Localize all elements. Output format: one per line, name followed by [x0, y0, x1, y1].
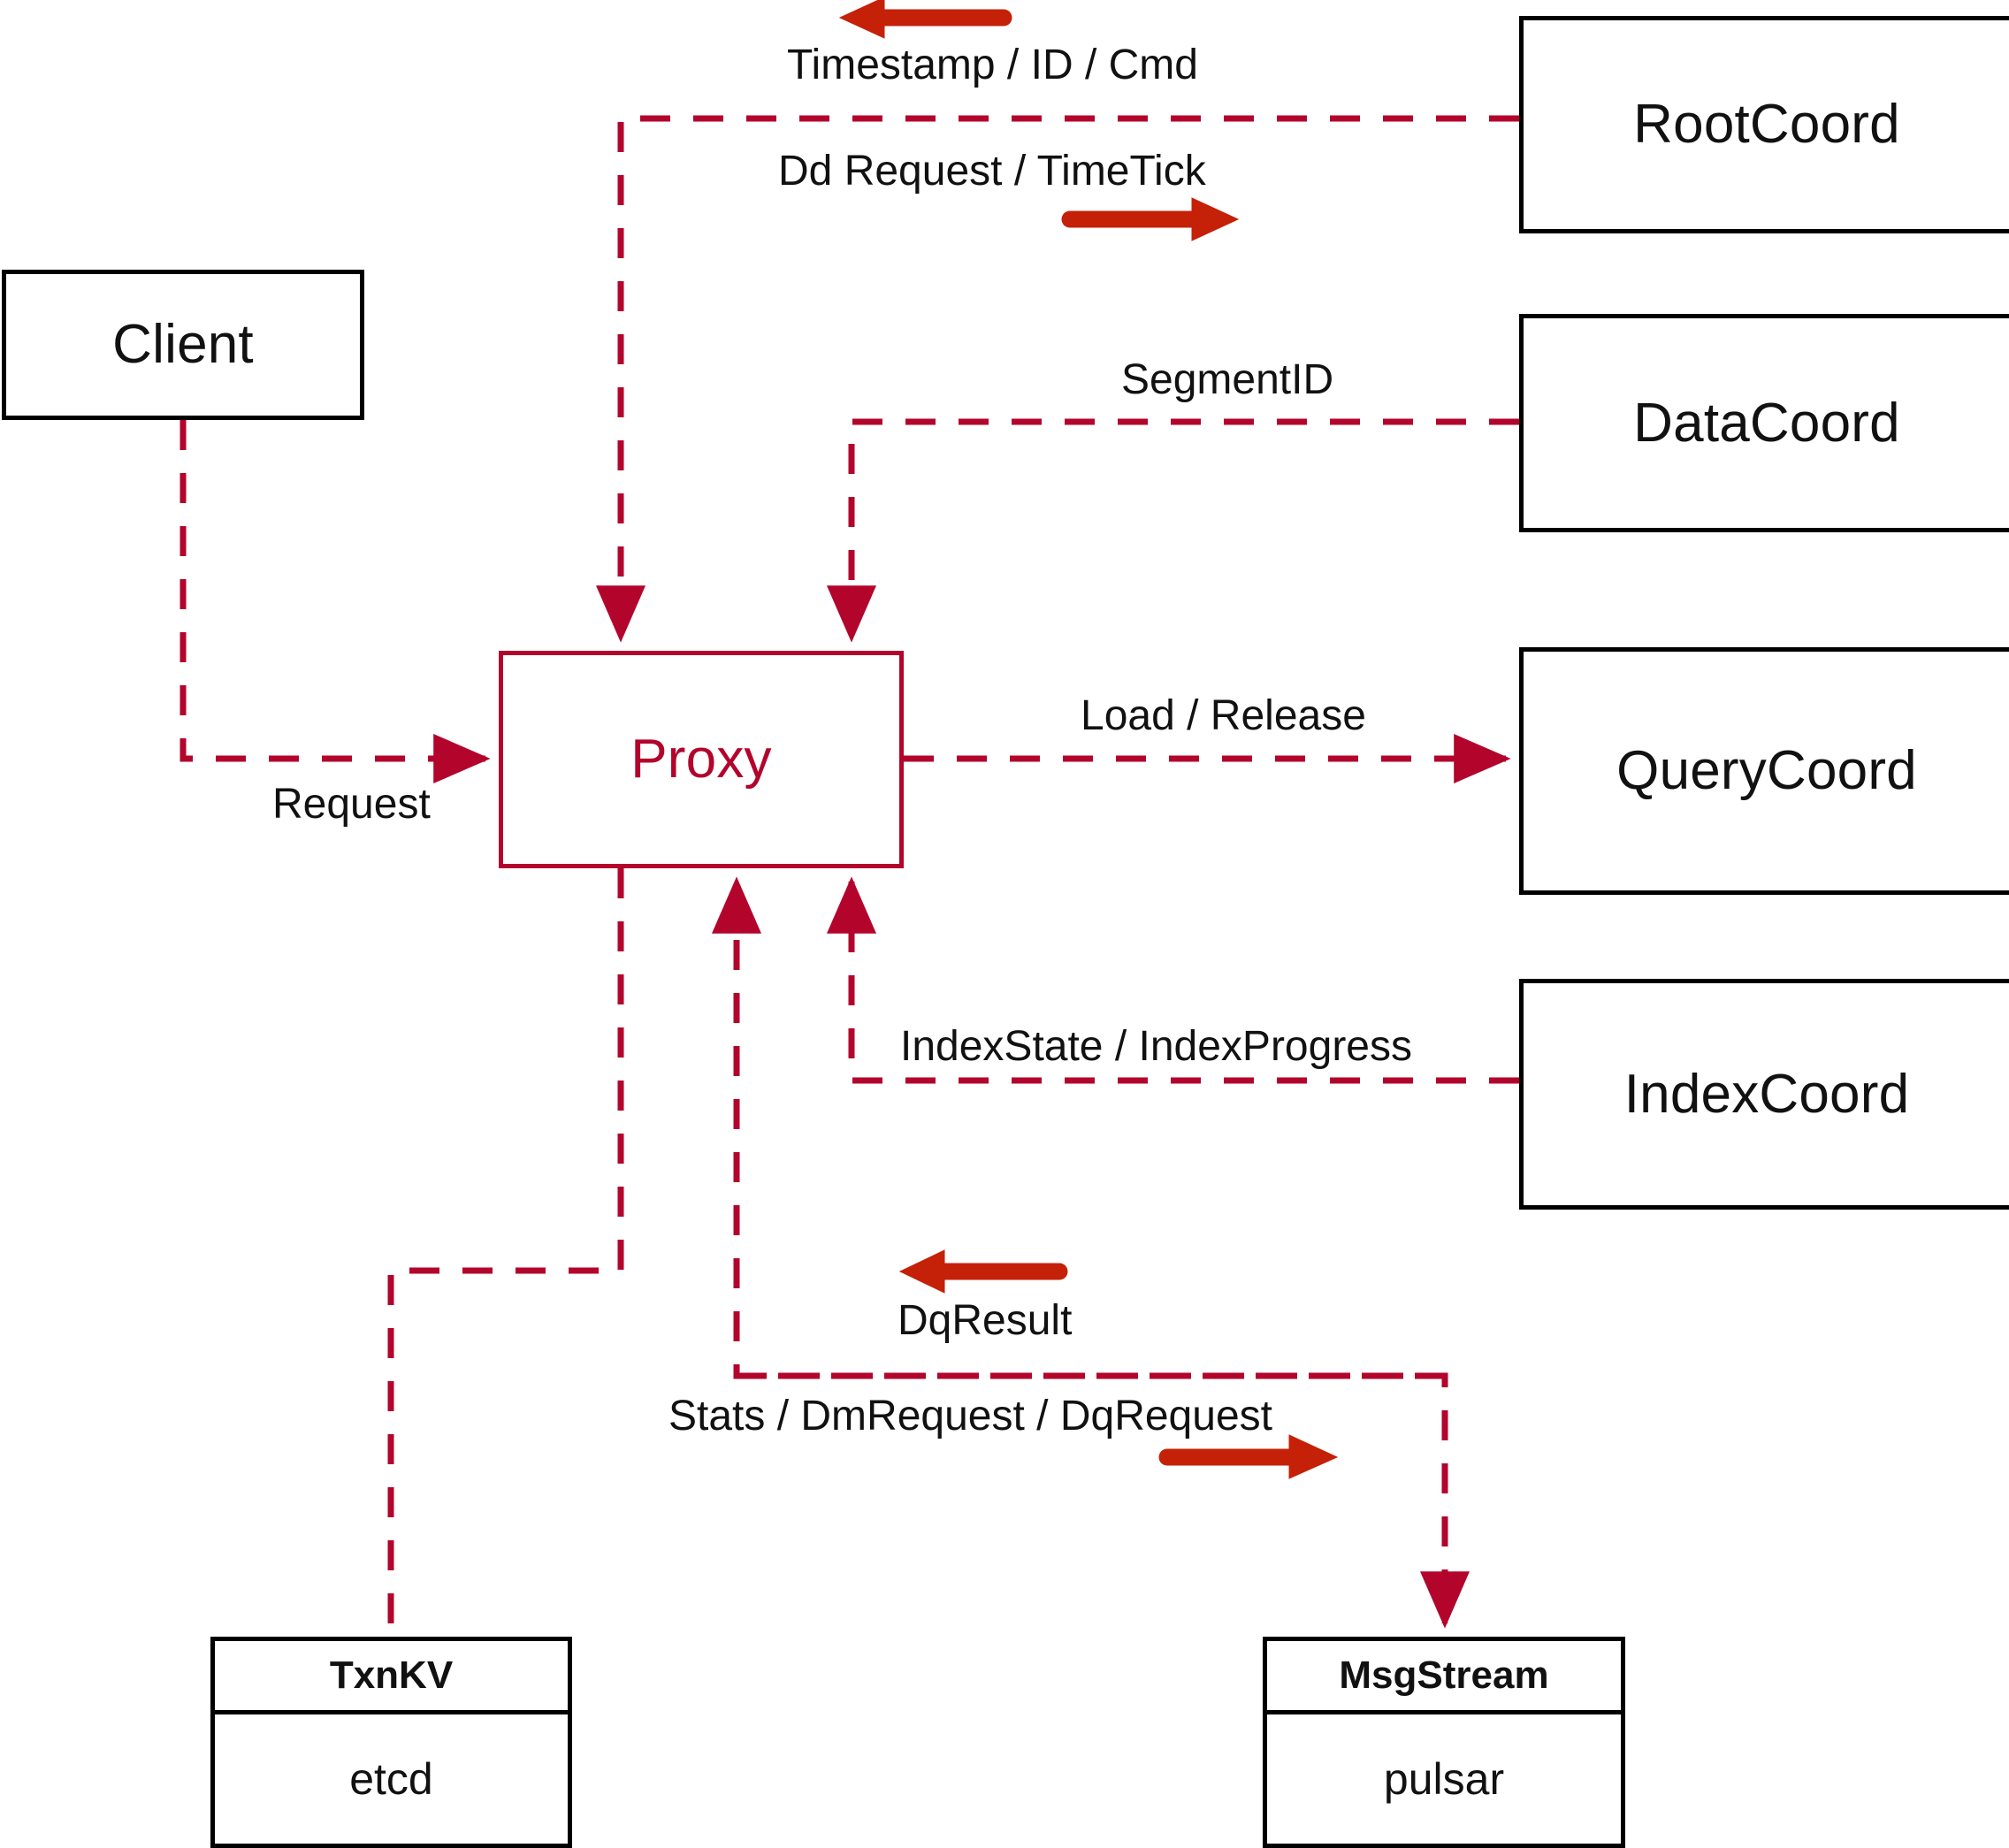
edge-label-dq-result: DqResult — [898, 1297, 1073, 1344]
edge-proxy-to-txnkv — [387, 868, 624, 1637]
node-proxy-label: Proxy — [630, 729, 772, 790]
node-msgstream-header: MsgStream — [1267, 1641, 1621, 1714]
edge-client-to-proxy — [180, 420, 491, 783]
node-msgstream[interactable]: MsgStream pulsar — [1263, 1637, 1625, 1848]
node-datacoord[interactable]: DataCoord — [1519, 314, 2009, 532]
edge-rootcoord-to-proxy — [596, 115, 1519, 643]
edge-label-stats-dm-dq-request: Stats / DmRequest / DqRequest — [668, 1393, 1272, 1439]
node-txnkv-header: TxnKV — [215, 1641, 568, 1714]
node-querycoord-label: QueryCoord — [1616, 740, 1917, 801]
node-indexcoord-label: IndexCoord — [1623, 1063, 1910, 1125]
node-indexcoord[interactable]: IndexCoord — [1519, 979, 2009, 1210]
edge-datacoord-to-proxy — [827, 418, 1519, 643]
node-rootcoord-label: RootCoord — [1633, 94, 1900, 155]
edge-label-index-state-progress: IndexState / IndexProgress — [900, 1023, 1412, 1070]
direction-arrows — [838, 0, 1339, 1479]
direction-arrow-left-timestamp — [838, 0, 1012, 39]
node-datacoord-label: DataCoord — [1633, 392, 1900, 454]
node-txnkv-body: etcd — [349, 1754, 433, 1804]
edge-label-segment-id: SegmentID — [1121, 356, 1334, 403]
direction-arrow-right-ddrequest — [1061, 197, 1240, 241]
edge-proxy-to-msgstream — [737, 1372, 1470, 1629]
edge-label-timestamp-id-cmd: Timestamp / ID / Cmd — [787, 42, 1198, 88]
direction-arrow-left-dqresult — [898, 1249, 1068, 1294]
node-proxy[interactable]: Proxy — [499, 651, 904, 868]
node-rootcoord[interactable]: RootCoord — [1519, 16, 2009, 233]
edge-label-dd-request-timetick: Dd Request / TimeTick — [778, 148, 1206, 195]
node-msgstream-body: pulsar — [1383, 1754, 1505, 1804]
edge-msgstream-to-proxy — [712, 876, 1445, 1379]
node-client-label: Client — [112, 314, 254, 375]
edge-label-request: Request — [272, 781, 431, 828]
edge-indexcoord-to-proxy — [827, 876, 1519, 1084]
node-client[interactable]: Client — [2, 270, 364, 420]
direction-arrow-right-stats — [1158, 1434, 1339, 1479]
edge-label-load-release: Load / Release — [1081, 692, 1366, 739]
node-txnkv[interactable]: TxnKV etcd — [210, 1637, 572, 1848]
node-querycoord[interactable]: QueryCoord — [1519, 647, 2009, 895]
